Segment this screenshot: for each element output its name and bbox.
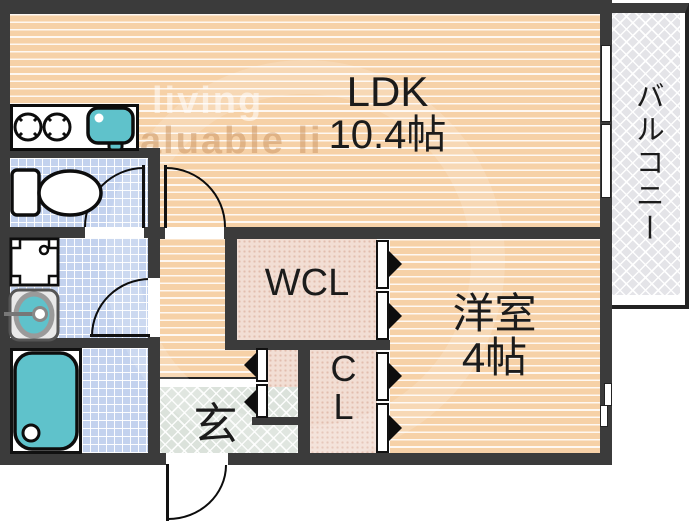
toilet-door-opening: [85, 227, 144, 238]
entrance-door-leaf: [166, 464, 169, 521]
wall-ldk-south: [148, 227, 600, 239]
genkan-label: 玄: [193, 400, 238, 449]
ldk-door-leaf: [164, 165, 167, 228]
ldk-size: 10.4帖: [328, 113, 447, 158]
cl-door-panel-bottom: [376, 403, 389, 453]
cl-door-arrow-bottom: [389, 415, 402, 441]
ldk-window-lower: [601, 124, 611, 198]
cl-door-panel-top: [376, 352, 389, 401]
wall-bottom: [0, 453, 612, 465]
toilet-door-leaf: [142, 165, 145, 228]
western-room-floor: [390, 239, 600, 453]
entrance-door-arc: [168, 465, 227, 520]
hall-closet-panel-bottom: [256, 384, 268, 418]
balcony-deck: [611, 13, 680, 295]
wall-wcl-cl-divider: [225, 340, 390, 350]
wcl-floor: [237, 239, 377, 340]
wcl-label: WCL: [264, 262, 350, 304]
cl-door-arrow-top: [389, 363, 402, 389]
balcony-label: バルコニー: [631, 80, 664, 246]
washroom-door-leaf: [90, 334, 150, 337]
ldk-window-upper: [601, 45, 611, 122]
wall-closet-bottom: [252, 417, 298, 425]
toilet-icon: [10, 168, 103, 217]
wall-wash-bath: [10, 338, 148, 348]
cl-letter-c: C: [330, 348, 357, 389]
kitchen-sink-icon: [86, 106, 135, 151]
cl-letter-l: L: [333, 385, 354, 427]
hall-closet-arrow-top: [244, 353, 256, 377]
western-window-lower: [600, 405, 608, 427]
wall-wcl-left: [225, 239, 237, 350]
ldk-label: LDK 10.4帖: [300, 68, 475, 158]
wall-closet-cl: [298, 350, 310, 455]
wcl-door-panel-top: [376, 240, 389, 289]
wcl-door-arrow-top: [389, 251, 402, 277]
wall-right: [600, 14, 612, 453]
wall-toilet-wash: [10, 227, 148, 238]
ldk-door-opening: [165, 227, 224, 239]
washbasin-icon: [4, 288, 60, 342]
hall-closet-arrow-bottom: [244, 390, 256, 414]
western-window-upper: [604, 383, 612, 406]
wall-top: [0, 0, 612, 14]
genkan-step: [160, 377, 256, 387]
wcl-door-panel-bottom: [376, 291, 389, 340]
cl-label: C L: [310, 350, 377, 426]
entrance-door-opening: [166, 453, 228, 465]
washroom-door-opening: [148, 278, 160, 337]
bathtub-icon: [10, 348, 82, 454]
stove-burner-icon: [13, 112, 72, 142]
western-room-name: 洋室: [452, 290, 537, 337]
wcl-door-arrow-bottom: [389, 303, 402, 329]
hall-closet-panel-top: [256, 348, 268, 382]
wall-left: [0, 0, 10, 465]
ldk-name: LDK: [346, 68, 429, 115]
wall-kitchen-toilet: [10, 148, 160, 158]
western-room-label: 洋室 4帖: [412, 290, 577, 382]
western-room-size: 4帖: [461, 334, 528, 382]
kitchen-counter: [10, 104, 139, 151]
cl-floor: [310, 350, 377, 453]
washing-machine-pan-icon: [9, 237, 60, 287]
